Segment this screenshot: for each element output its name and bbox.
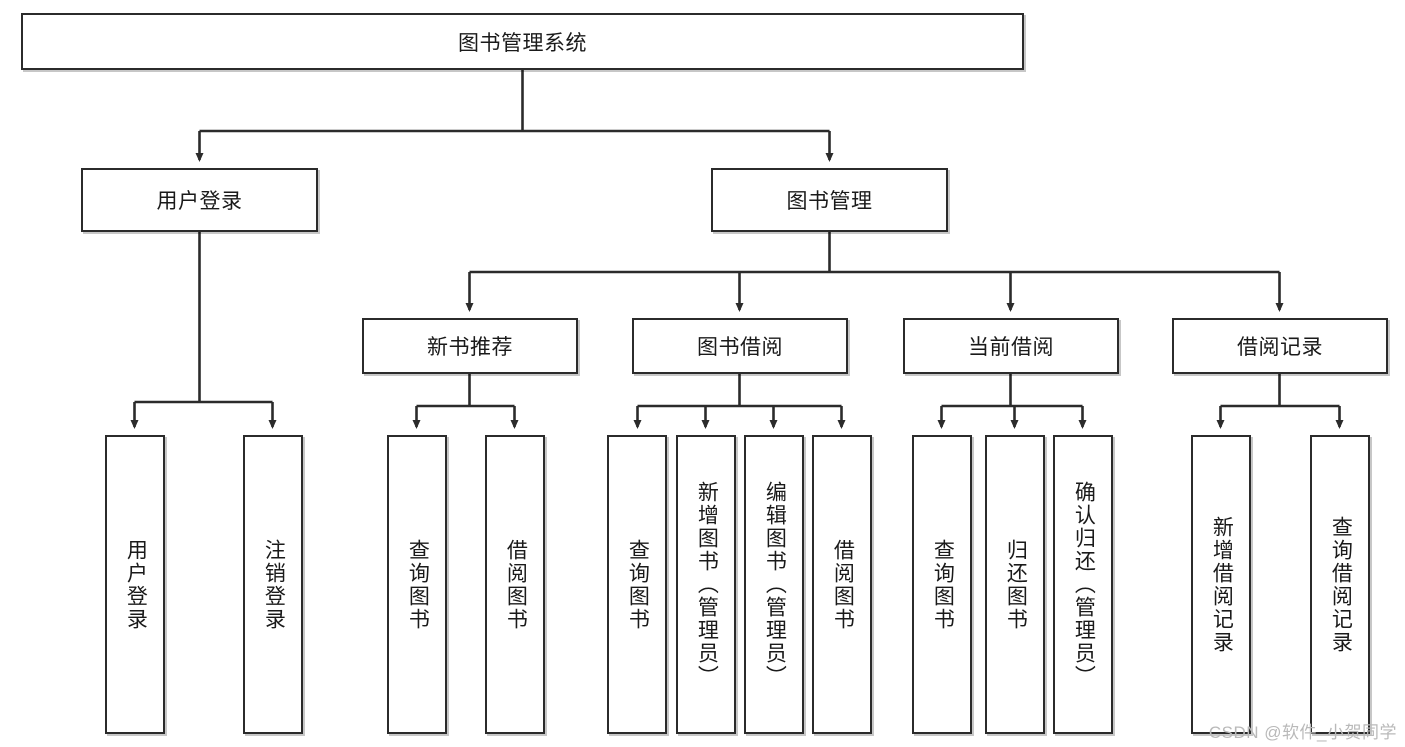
leaf-confirm-return-admin-label: 确认归还（管理员） — [1072, 481, 1096, 688]
node-user-login-label: 用户登录 — [156, 190, 243, 213]
node-new-book-recommend-label: 新书推荐 — [427, 336, 513, 359]
leaf-logout[interactable]: 注销登录 — [243, 435, 303, 734]
node-book-borrow-label: 图书借阅 — [697, 336, 783, 359]
leaf-query-book-current-label: 查询图书 — [931, 538, 955, 631]
node-current-borrow-label: 当前借阅 — [968, 336, 1054, 359]
leaf-query-book-current[interactable]: 查询图书 — [912, 435, 972, 734]
leaf-borrow-book-recommend-label: 借阅图书 — [504, 538, 528, 631]
leaf-edit-book-admin-label: 编辑图书（管理员） — [763, 481, 787, 688]
leaf-user-login[interactable]: 用户登录 — [105, 435, 165, 734]
leaf-add-borrow-record-label: 新增借阅记录 — [1210, 515, 1234, 654]
node-root[interactable]: 图书管理系统 — [21, 13, 1024, 70]
node-borrow-record-label: 借阅记录 — [1237, 336, 1323, 359]
csdn-watermark: CSDN @软件_小贺同学 — [1208, 723, 1397, 742]
leaf-add-book-admin-label: 新增图书（管理员） — [695, 481, 719, 688]
leaf-query-borrow-record-label: 查询借阅记录 — [1329, 515, 1353, 654]
leaf-add-book-admin[interactable]: 新增图书（管理员） — [676, 435, 736, 734]
leaf-borrow-book[interactable]: 借阅图书 — [812, 435, 872, 734]
leaf-user-login-label: 用户登录 — [124, 538, 148, 631]
node-user-login[interactable]: 用户登录 — [81, 168, 318, 232]
node-book-management-label: 图书管理 — [786, 190, 873, 213]
leaf-return-book-label: 归还图书 — [1004, 538, 1028, 631]
node-book-management[interactable]: 图书管理 — [711, 168, 948, 232]
leaf-edit-book-admin[interactable]: 编辑图书（管理员） — [744, 435, 804, 734]
node-new-book-recommend[interactable]: 新书推荐 — [362, 318, 578, 374]
leaf-query-book-recommend[interactable]: 查询图书 — [387, 435, 447, 734]
leaf-query-book-recommend-label: 查询图书 — [406, 538, 430, 631]
node-book-borrow[interactable]: 图书借阅 — [632, 318, 848, 374]
node-root-label: 图书管理系统 — [458, 31, 587, 55]
leaf-borrow-book-recommend[interactable]: 借阅图书 — [485, 435, 545, 734]
leaf-confirm-return-admin[interactable]: 确认归还（管理员） — [1053, 435, 1113, 734]
leaf-return-book[interactable]: 归还图书 — [985, 435, 1045, 734]
node-current-borrow[interactable]: 当前借阅 — [903, 318, 1119, 374]
node-borrow-record[interactable]: 借阅记录 — [1172, 318, 1388, 374]
leaf-add-borrow-record[interactable]: 新增借阅记录 — [1191, 435, 1251, 734]
leaf-query-book-borrow[interactable]: 查询图书 — [607, 435, 667, 734]
leaf-borrow-book-label: 借阅图书 — [831, 538, 855, 631]
leaf-logout-label: 注销登录 — [262, 538, 286, 631]
leaf-query-borrow-record[interactable]: 查询借阅记录 — [1310, 435, 1370, 734]
leaf-query-book-borrow-label: 查询图书 — [626, 538, 650, 631]
